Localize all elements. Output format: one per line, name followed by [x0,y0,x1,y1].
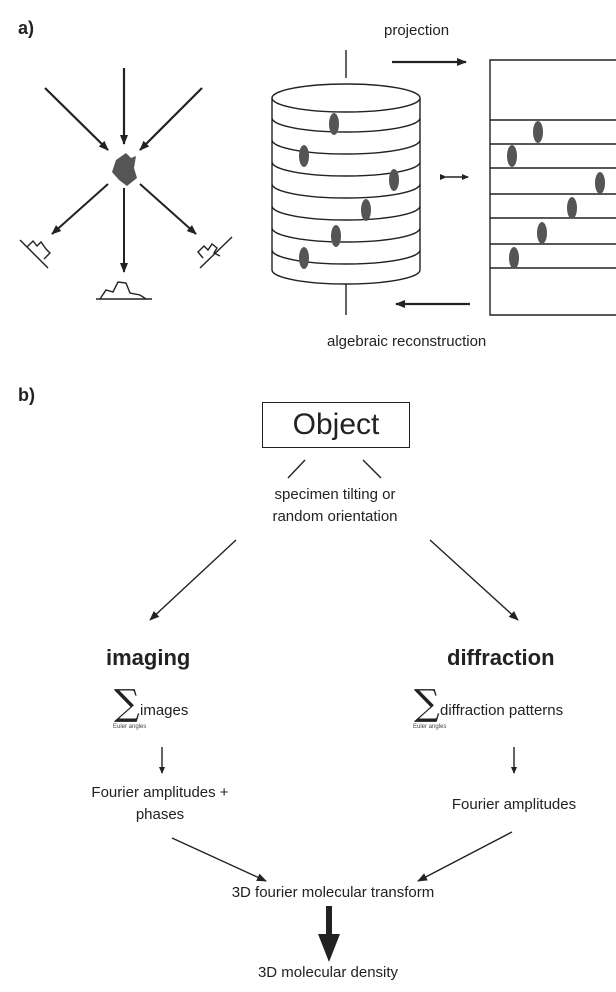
diffraction-result: Fourier amplitudes [451,796,577,813]
diffraction-sum-label: diffraction patterns [440,702,564,719]
detector-right [197,236,233,269]
diffraction-sum-subscript: Euler angles [413,724,447,730]
detector-bottom [96,281,152,300]
imaging-result: Fourier amplitudes + phases [91,784,229,823]
imaging-heading: imaging [106,645,191,670]
outgoing-beams [51,183,197,273]
imaging-sum-symbol: ∑ [114,683,140,724]
merge-arrows [171,831,513,882]
tilting-label: specimen tilting or random orientation [272,486,398,525]
projection-box [489,59,616,316]
specimen-blob [112,153,137,186]
sliced-cylinder [271,50,421,315]
panel-a-label: a) [18,18,35,38]
density-arrow [318,906,340,962]
diffraction-heading: diffraction [447,645,555,670]
imaging-sum-label: images [140,702,189,719]
projection-label: projection [384,22,450,39]
transform-label: 3D fourier molecular transform [231,884,435,901]
density-label: 3D molecular density [257,964,399,981]
branch-arrows [149,539,519,621]
reconstruction-label: algebraic reconstruction [327,333,487,350]
cylinder-blobs [299,113,399,269]
object-box: Object [262,402,410,448]
object-label: Object [292,408,380,441]
diffraction-sum-symbol: ∑ [414,683,440,724]
projection-blobs [507,121,605,269]
detector-left [19,239,51,269]
panel-b-label: b) [18,385,35,405]
imaging-sum-subscript: Euler angles [113,724,147,730]
step-arrows [159,747,517,774]
object-ticks [287,459,382,479]
incoming-beams [44,68,203,151]
